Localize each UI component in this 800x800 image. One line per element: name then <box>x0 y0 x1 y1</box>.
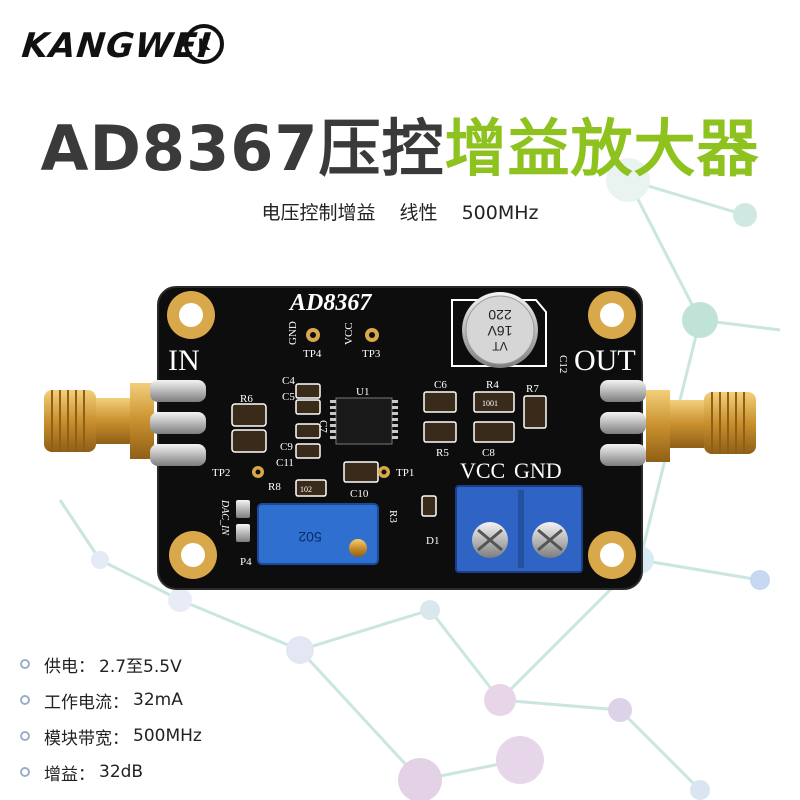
vcc-label: VCC <box>460 458 505 483</box>
sma-connector-out <box>646 390 756 462</box>
subtitle-item: 500MHz <box>461 202 539 224</box>
res-code-102: 102 <box>300 485 312 494</box>
r8-label: R8 <box>268 481 281 493</box>
pcb-out-label: OUT <box>574 344 636 377</box>
c9-label: C9 <box>280 441 293 453</box>
tp-gnd-label: GND <box>287 321 299 345</box>
cap-code: VT <box>492 339 508 353</box>
terminal-block <box>455 485 583 573</box>
bullet-icon <box>20 695 30 705</box>
c10-label: C10 <box>350 488 369 500</box>
tp4-label: TP4 <box>303 348 322 360</box>
title-green-part: 增益放大器 <box>444 112 760 185</box>
bullet-icon <box>20 659 30 669</box>
spec-value: 32mA <box>133 690 183 710</box>
sma-connector-in <box>44 383 154 459</box>
pcb-in-label: IN <box>168 344 200 377</box>
tp1-label: TP1 <box>396 467 414 479</box>
bullet-icon <box>20 731 30 741</box>
bullet-icon <box>20 767 30 777</box>
c5-label: C5 <box>282 391 295 403</box>
r6-label: R6 <box>240 393 253 405</box>
tp3-label: TP3 <box>362 348 381 360</box>
dac-in-label: DAC_IN <box>219 499 230 536</box>
spec-item: 工作电流： 32mA <box>20 682 202 718</box>
p4-label: P4 <box>240 556 252 568</box>
c8-label: C8 <box>482 447 495 459</box>
c6-label: C6 <box>434 379 447 391</box>
brand-badge-icon: K <box>184 24 224 64</box>
spec-value: 500MHz <box>133 726 202 746</box>
spec-label: 模块带宽： <box>44 728 129 749</box>
subtitle-item: 线性 <box>399 202 438 224</box>
title-dark-part: AD8367压控 <box>40 112 445 185</box>
spec-label: 工作电流： <box>44 692 129 713</box>
cap-voltage: 16V <box>487 323 513 339</box>
spec-label: 增益： <box>44 764 95 785</box>
r7-label: R7 <box>526 383 539 395</box>
c11-label: C11 <box>276 457 294 469</box>
cap-value: 220 <box>488 307 512 323</box>
pot-code: 502 <box>298 529 322 545</box>
product-subtitle: 电压控制增益 线性 500MHz <box>0 198 800 225</box>
tp-vcc-label: VCC <box>343 322 355 345</box>
product-title: AD8367压控增益放大器 <box>0 98 800 188</box>
d1-label: D1 <box>426 535 439 547</box>
subtitle-item: 电压控制增益 <box>261 202 376 224</box>
electrolytic-capacitor: VT 16V 220 <box>451 292 547 368</box>
u1-label: U1 <box>356 386 369 398</box>
pcb-silk-title: AD8367 <box>288 290 372 316</box>
r4-label: R4 <box>486 379 499 391</box>
c7-label: C7 <box>317 420 329 433</box>
spec-item: 供电： 2.7至5.5V <box>20 646 202 682</box>
spec-value: 32dB <box>99 762 144 782</box>
gnd-label: GND <box>514 458 562 483</box>
ic-u1 <box>330 397 398 445</box>
mounting-holes <box>167 291 636 579</box>
spec-label: 供电： <box>44 656 95 677</box>
spec-item: 模块带宽： 500MHz <box>20 718 202 754</box>
c12-label: C12 <box>557 355 569 373</box>
r5-label: R5 <box>436 447 449 459</box>
potentiometer: 502 <box>257 503 379 565</box>
res-code-1001: 1001 <box>482 399 498 408</box>
c4-label: C4 <box>282 375 295 387</box>
spec-item: 增益： 32dB <box>20 754 202 790</box>
spec-list: 供电： 2.7至5.5V 工作电流： 32mA 模块带宽： 500MHz 增益：… <box>20 646 202 790</box>
r3-label: R3 <box>387 510 399 523</box>
tp2-label: TP2 <box>212 467 230 479</box>
spec-value: 2.7至5.5V <box>99 656 182 677</box>
